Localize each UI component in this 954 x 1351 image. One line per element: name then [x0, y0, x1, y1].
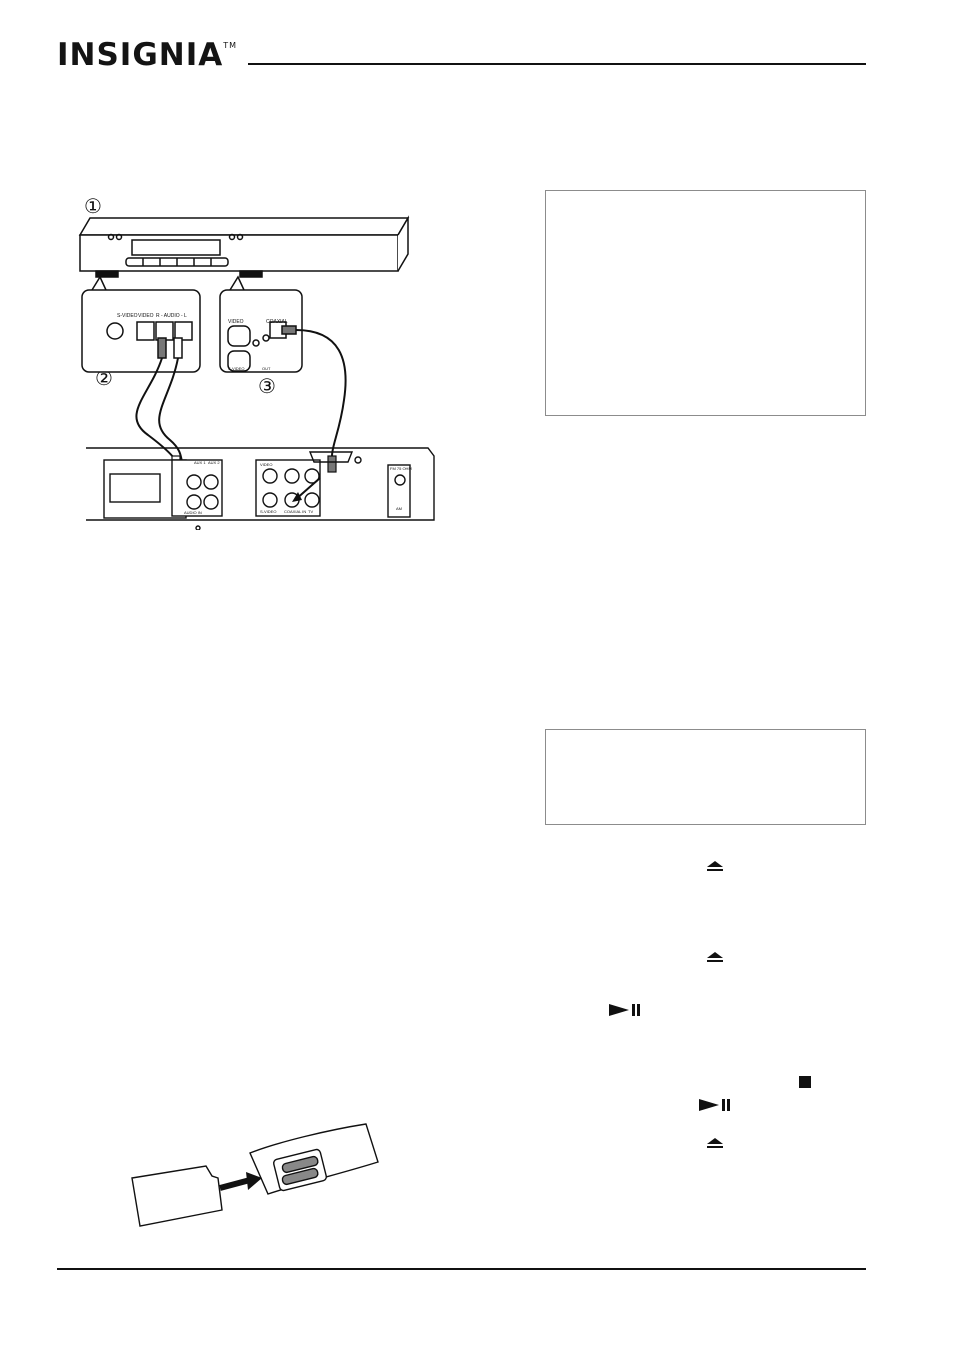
panel-2-label-audio: R - AUDIO - L: [156, 313, 187, 319]
coaxial-arrowhead: [292, 492, 302, 502]
receiver-label-tv: TV: [308, 509, 313, 514]
callout-1: ①: [84, 194, 102, 218]
footer-rule: [57, 1268, 866, 1270]
eject-icon: [707, 952, 723, 962]
eject-icon: [707, 1138, 723, 1148]
receiver-label-coaxial-in: COAXIAL IN: [284, 509, 306, 514]
trademark-mark: TM: [223, 41, 238, 50]
note-box: [545, 190, 866, 416]
remote-battery-illustration: [131, 1123, 379, 1227]
brand-logo: INSIGNIATM: [57, 37, 237, 73]
callout-2: ②: [95, 366, 113, 390]
callout-3: ③: [258, 374, 276, 398]
receiver-label-fm: FM 75 OHM: [390, 466, 412, 471]
receiver-label-svideo: S-VIDEO: [260, 509, 276, 514]
source-coaxial-output-panel: [219, 275, 303, 373]
stop-icon: [799, 1076, 811, 1088]
play-pause-icon: [609, 1004, 640, 1016]
play-pause-icon: [699, 1099, 730, 1111]
source-device-illustration: [78, 215, 410, 278]
receiver-label-audio-in: AUDIO IN: [184, 510, 202, 515]
header-rule: [248, 63, 866, 65]
source-analog-output-panel: [81, 275, 201, 373]
panel-3-label-coaxial: COAXIAL: [266, 319, 288, 325]
receiver-rear-panel: [86, 447, 435, 530]
panel-3-label-out: OUT: [262, 366, 271, 371]
connection-diagram: S-VIDEO VIDEO R - AUDIO - L VIDEO COAXIA…: [78, 215, 435, 530]
brand-name: INSIGNIA: [57, 37, 224, 73]
receiver-label-am: AM: [396, 506, 402, 511]
panel-3-label-video: VIDEO: [228, 319, 244, 325]
receiver-label-aux1: AUX 1: [194, 460, 206, 465]
eject-icon: [707, 861, 723, 871]
panel-3-label-svideo: S-VIDEO: [228, 366, 244, 371]
receiver-label-video: VIDEO: [260, 462, 272, 467]
panel-2-label-svideo: S-VIDEO: [117, 313, 138, 319]
panel-2-label-video: VIDEO: [138, 313, 154, 319]
caution-box: [545, 729, 866, 825]
receiver-label-aux2: AUX 2: [208, 460, 220, 465]
